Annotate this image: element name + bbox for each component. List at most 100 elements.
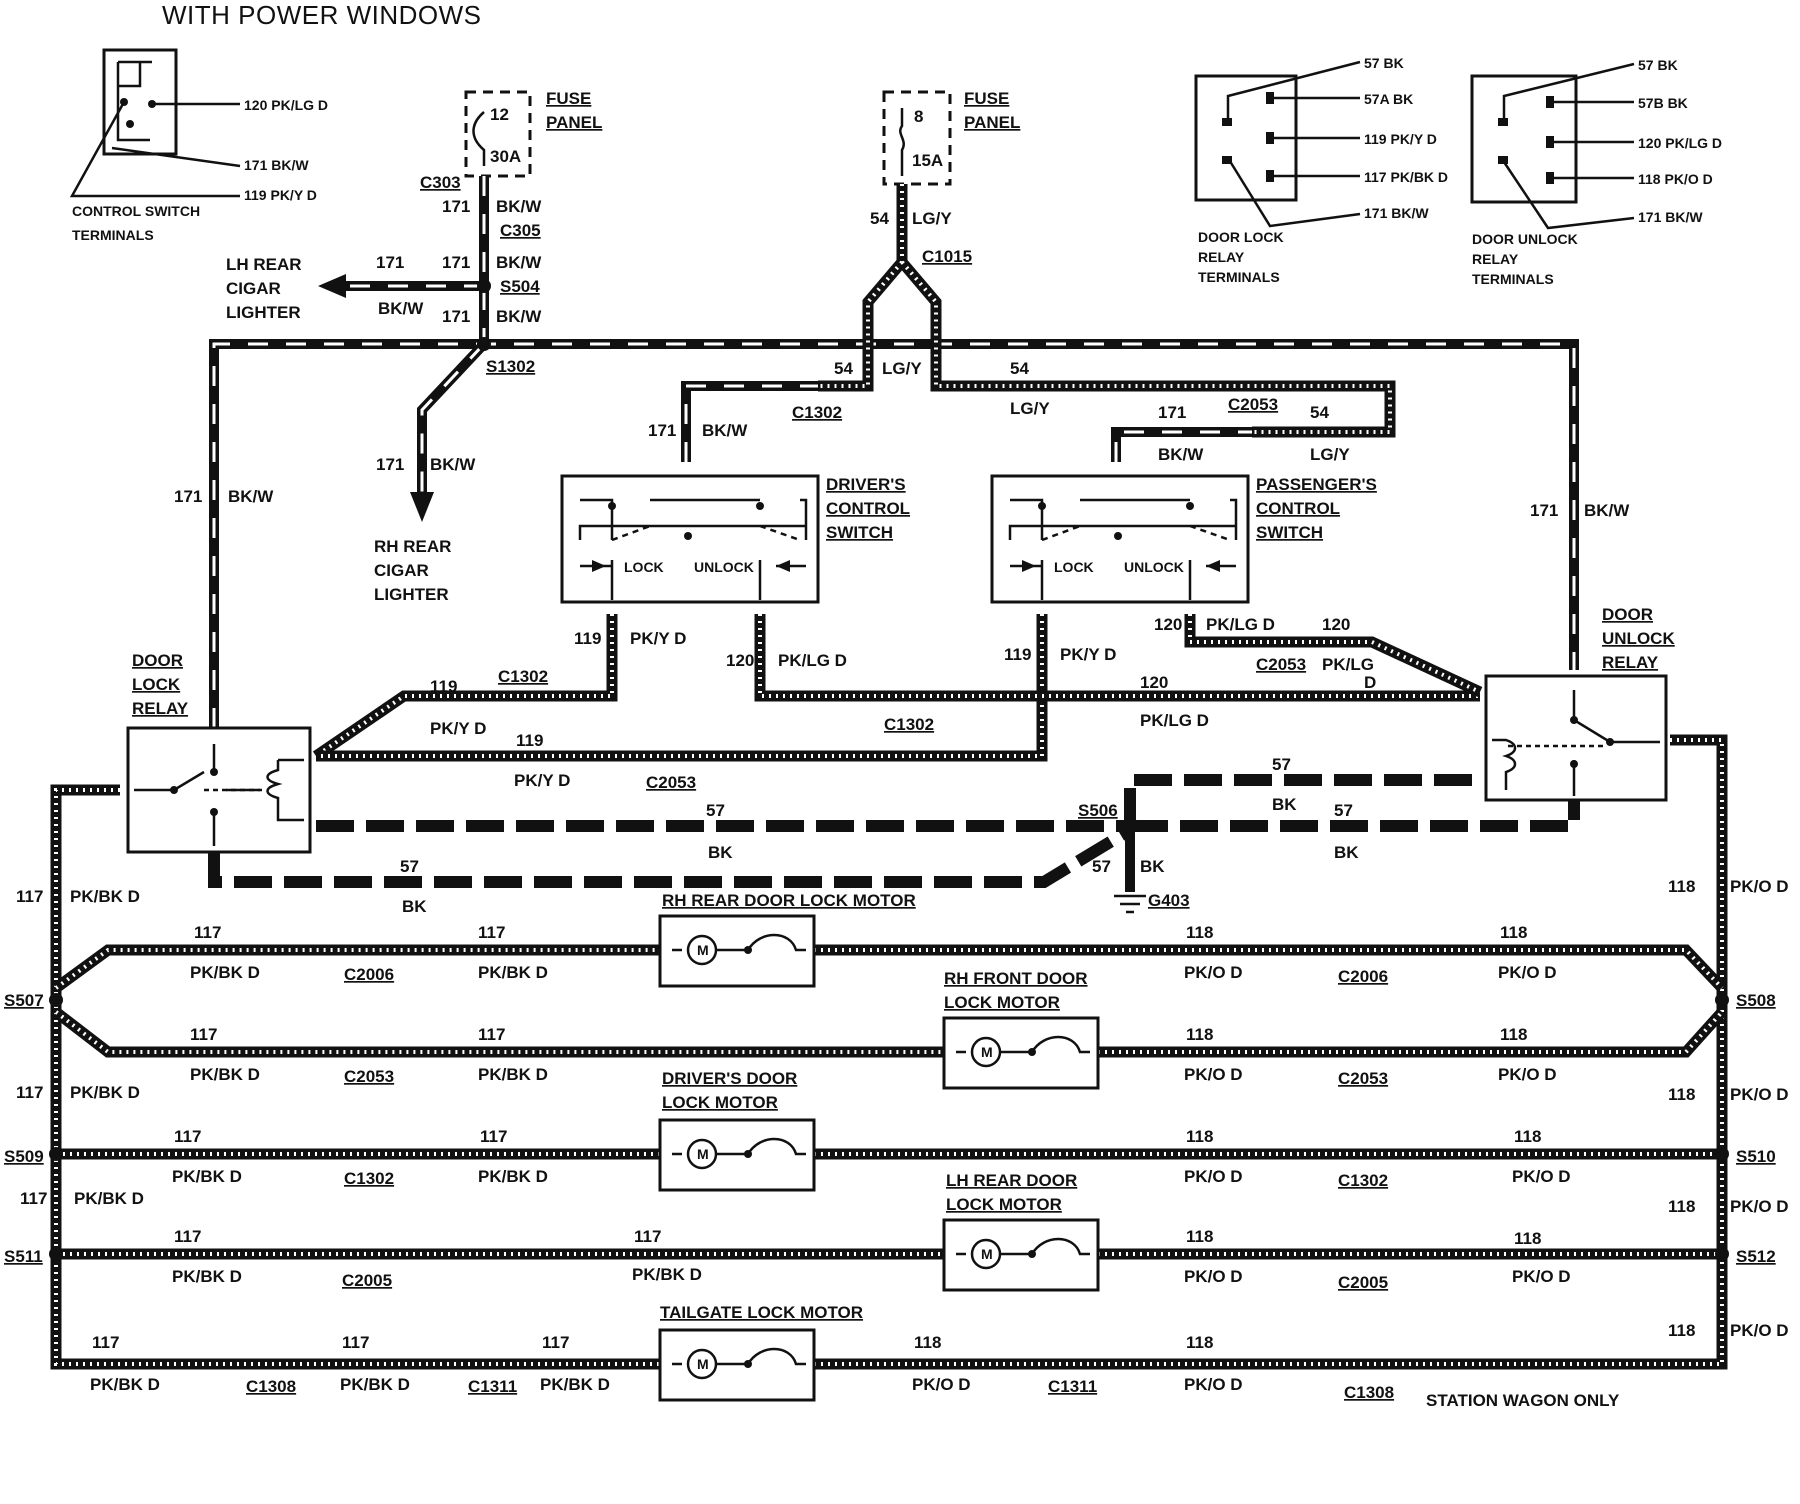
lbl-pkbkd: PK/BK D — [632, 1265, 702, 1284]
drivers-switch-label-2: CONTROL — [826, 499, 910, 518]
circuit-119-120 — [312, 614, 1483, 762]
lbl-bkw: BK/W — [496, 253, 542, 272]
lbl-c1302: C1302 — [498, 667, 548, 686]
cs-term-171: 171 BK/W — [244, 157, 309, 173]
lbl-120: 120 — [1140, 673, 1168, 692]
lbl-118: 118 — [1186, 1127, 1213, 1146]
cs-term-119: 119 PK/Y D — [244, 187, 317, 203]
lr-term-57a: 57A BK — [1364, 91, 1413, 107]
ur-label-1: DOOR UNLOCK — [1472, 231, 1578, 247]
lbl-c2053: C2053 — [1228, 395, 1278, 414]
lbl-117: 117 — [194, 923, 221, 942]
lbl-119: 119 — [574, 629, 601, 648]
door-lock-relay: DOOR LOCK RELAY — [126, 651, 312, 854]
fuse2-label-1: FUSE — [964, 89, 1009, 108]
rh-cigar-2: CIGAR — [374, 561, 429, 580]
circuit-57 — [208, 774, 1580, 914]
lbl-120: 120 — [1154, 615, 1182, 634]
control-switch-terminals: 120 PK/LG D 171 BK/W 119 PK/Y D CONTROL … — [69, 48, 328, 243]
motor-label-1: RH FRONT DOOR — [944, 969, 1088, 988]
motor-label-2: LOCK MOTOR — [946, 1195, 1062, 1214]
lbl-c1311: C1311 — [1048, 1377, 1097, 1396]
lbl-pkbkd: PK/BK D — [190, 1065, 260, 1084]
lbl-pklg: PK/LG — [1322, 655, 1374, 674]
lbl-pkbkd: PK/BK D — [340, 1375, 410, 1394]
lbl-pkbkd: PK/BK D — [70, 887, 140, 906]
lr-term-57: 57 BK — [1364, 55, 1404, 71]
lbl-171: 171 — [442, 197, 470, 216]
unlock-relay-label-3: RELAY — [1602, 653, 1659, 672]
lbl-s506: S506 — [1078, 801, 1118, 820]
drivers-lock: LOCK — [624, 559, 664, 575]
fuse-rating: 30A — [490, 147, 521, 166]
lbl-c1311: C1311 — [468, 1377, 517, 1396]
lbl-s507: S507 — [4, 991, 44, 1010]
lbl-pkod: PK/O D — [1730, 1085, 1789, 1104]
door-unlock-relay-terminals: 57 BK 57B BK 120 PK/LG D 118 PK/O D 171 … — [1470, 57, 1722, 287]
lbl-171: 171 — [442, 253, 470, 272]
lbl-57: 57 — [400, 857, 419, 876]
passengers-lock: LOCK — [1054, 559, 1094, 575]
passengers-switch-label-2: CONTROL — [1256, 499, 1340, 518]
lbl-pkbkd: PK/BK D — [478, 1167, 548, 1186]
drivers-switch-label-3: SWITCH — [826, 523, 893, 542]
motor-label: TAILGATE LOCK MOTOR — [660, 1303, 863, 1322]
lbl-c2005: C2005 — [1338, 1273, 1388, 1292]
rh-front-door-lock-motor: M RH FRONT DOOR LOCK MOTOR — [942, 969, 1100, 1090]
lh-cigar-1: LH REAR — [226, 255, 302, 274]
lbl-pkod: PK/O D — [1730, 1321, 1789, 1340]
fuse2-label-2: PANEL — [964, 113, 1020, 132]
drivers-door-lock-motor: M DRIVER'S DOOR LOCK MOTOR — [658, 1069, 816, 1192]
lbl-bkw: BK/W — [1158, 445, 1204, 464]
lbl-pkbkd: PK/BK D — [478, 1065, 548, 1084]
lbl-c2053: C2053 — [344, 1067, 394, 1086]
lbl-117: 117 — [20, 1189, 47, 1208]
lbl-117: 117 — [542, 1333, 569, 1352]
lbl-bkw: BK/W — [1584, 501, 1630, 520]
fuse-panel-30a: 12 30A FUSE PANEL — [464, 89, 602, 178]
labels: C303 171 BK/W C305 171 171 BK/W S504 BK/… — [4, 173, 1789, 1410]
lbl-57: 57 — [1092, 857, 1111, 876]
lbl-c2053: C2053 — [646, 773, 696, 792]
lbl-bkw: BK/W — [228, 487, 274, 506]
lbl-117: 117 — [174, 1227, 201, 1246]
lbl-54: 54 — [834, 359, 853, 378]
lbl-118: 118 — [1500, 1025, 1527, 1044]
lbl-54: 54 — [870, 209, 889, 228]
lh-rear-door-lock-motor: M LH REAR DOOR LOCK MOTOR — [942, 1171, 1100, 1292]
lbl-bk: BK — [708, 843, 733, 862]
motor-m: M — [697, 1356, 709, 1372]
lbl-171: 171 — [174, 487, 202, 506]
lbl-s511: S511 — [4, 1247, 43, 1266]
lbl-s510: S510 — [1736, 1147, 1776, 1166]
ur-term-57b: 57B BK — [1638, 95, 1688, 111]
lbl-117: 117 — [478, 1025, 505, 1044]
unlock-relay-label-2: UNLOCK — [1602, 629, 1675, 648]
ur-term-171: 171 BK/W — [1638, 209, 1703, 225]
station-wagon-note: STATION WAGON ONLY — [1426, 1391, 1620, 1410]
motor-label-2: LOCK MOTOR — [662, 1093, 778, 1112]
lbl-c1015: C1015 — [922, 247, 972, 266]
lbl-54: 54 — [1310, 403, 1329, 422]
lbl-54: 54 — [1010, 359, 1029, 378]
lbl-118: 118 — [1186, 923, 1213, 942]
lbl-118: 118 — [1668, 1197, 1695, 1216]
lbl-117: 117 — [190, 1025, 217, 1044]
lbl-171: 171 — [1158, 403, 1186, 422]
lbl-c1302: C1302 — [884, 715, 934, 734]
fuse2-number: 8 — [914, 107, 923, 126]
lr-label-1: DOOR LOCK — [1198, 229, 1284, 245]
lbl-pkod: PK/O D — [1184, 1065, 1243, 1084]
motor-label-2: LOCK MOTOR — [944, 993, 1060, 1012]
diagram-title: WITH POWER WINDOWS — [162, 0, 482, 30]
lbl-119: 119 — [516, 731, 543, 750]
lbl-c303: C303 — [420, 173, 461, 192]
lh-cigar-3: LIGHTER — [226, 303, 301, 322]
passengers-switch-label-3: SWITCH — [1256, 523, 1323, 542]
lbl-117: 117 — [92, 1333, 119, 1352]
lbl-c2053: C2053 — [1338, 1069, 1388, 1088]
lbl-pkod: PK/O D — [1512, 1167, 1571, 1186]
ur-label-3: TERMINALS — [1472, 271, 1554, 287]
lbl-lgy: LG/Y — [1310, 445, 1350, 464]
lbl-pkbkd: PK/BK D — [190, 963, 260, 982]
